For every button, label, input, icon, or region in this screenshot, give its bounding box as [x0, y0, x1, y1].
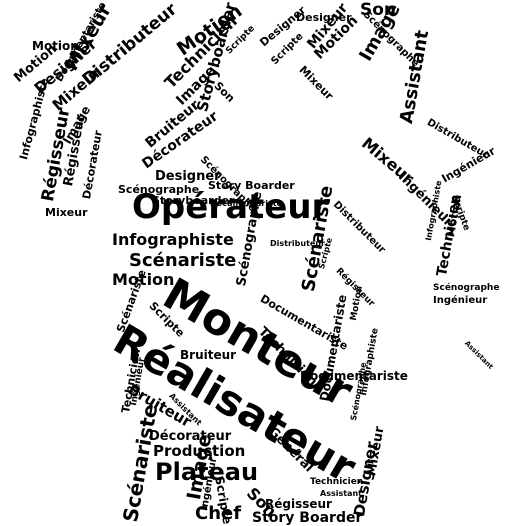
cloud-word: Infographiste: [17, 76, 52, 162]
cloud-word: Designer: [155, 169, 221, 184]
cloud-word: Décorateur: [149, 429, 232, 444]
cloud-word: Son: [360, 0, 397, 20]
cloud-word: Distributeur: [330, 199, 388, 256]
cloud-word: Motion: [112, 270, 175, 289]
cloud-word: Ingénieur: [433, 295, 488, 306]
cloud-word: Chef: [195, 503, 242, 524]
cloud-word: Distributeur: [270, 239, 325, 248]
cloud-word: Assistant: [463, 339, 495, 371]
cloud-word: Documentariste: [300, 369, 408, 383]
cloud-word: Assistant: [320, 489, 362, 498]
cloud-word: Story Boarder: [252, 510, 363, 526]
cloud-word: Documentariste: [210, 199, 282, 208]
cloud-word: Motion: [32, 39, 79, 53]
cloud-word: Scénographe: [118, 183, 200, 196]
cloud-word: Technicien: [310, 477, 364, 487]
cloud-word: Production: [153, 442, 246, 460]
cloud-word: Infographiste: [112, 230, 234, 249]
cloud-word: Scénographe: [433, 283, 500, 293]
cloud-word: Régisseur: [265, 497, 332, 511]
cloud-word: Décorateur: [80, 129, 105, 201]
cloud-word: Story Boarder: [208, 179, 295, 192]
cloud-word: Scénariste: [129, 250, 237, 271]
cloud-word: Storyboarder: [152, 194, 235, 207]
cloud-word: Plateau: [155, 458, 259, 486]
cloud-word: Mixeur: [296, 63, 336, 103]
cloud-word: Son: [211, 79, 238, 105]
cloud-word: Distributeur: [425, 117, 491, 162]
cloud-word: Designer: [296, 11, 352, 24]
cloud-word: Bruiteur: [180, 348, 237, 362]
cloud-word: Opérateur: [132, 187, 329, 227]
cloud-word: Mixeur: [45, 206, 88, 219]
